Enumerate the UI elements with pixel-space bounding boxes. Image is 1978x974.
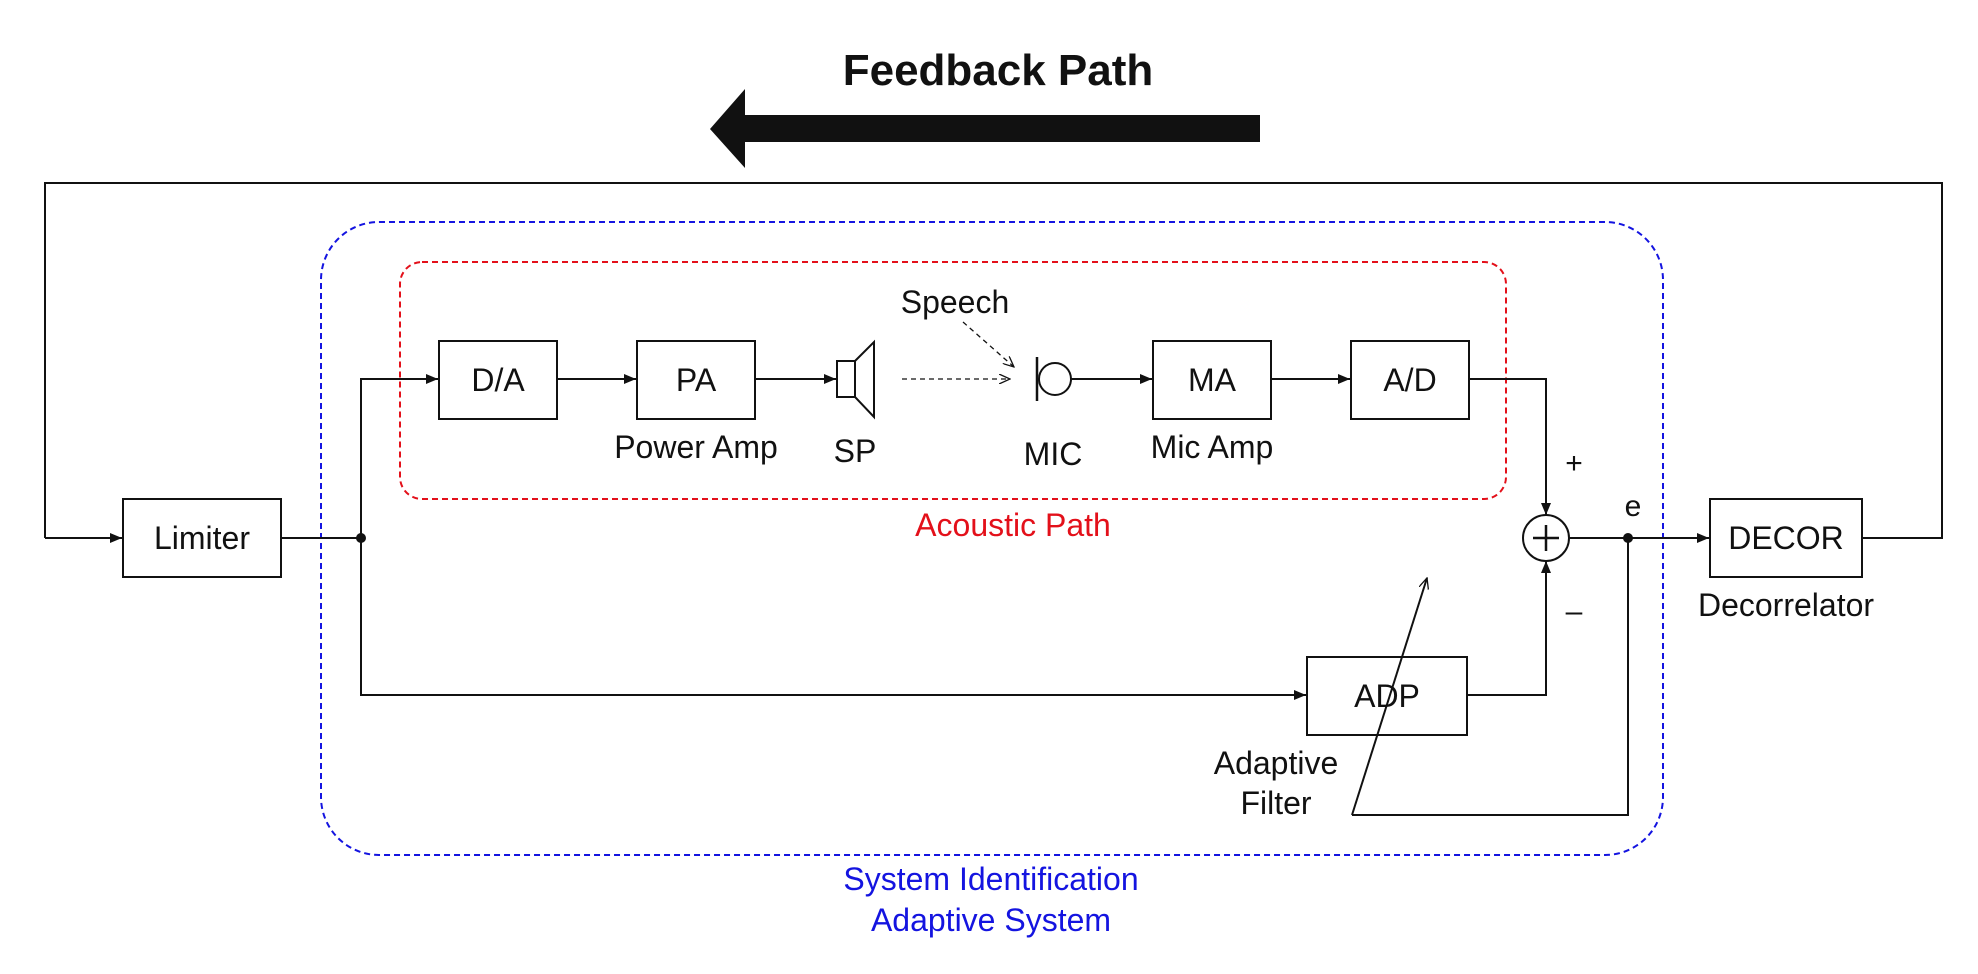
da-block[interactable]: D/A: [438, 340, 558, 420]
wire-adp-sum: [1467, 561, 1551, 696]
adp-label: ADP: [1354, 678, 1420, 714]
adaptive-filter-caption-line1: Adaptive: [1214, 745, 1339, 781]
sp-caption: SP: [834, 433, 877, 469]
power-amp-caption: Power Amp: [614, 429, 778, 465]
outer-feedback-loop: [44, 182, 1943, 539]
acoustic-path-region: [399, 261, 1507, 500]
wire-ad-sum: [1469, 378, 1551, 515]
summing-junction-icon: [1522, 514, 1570, 562]
pa-label: PA: [676, 362, 717, 398]
wire-to-da: [360, 374, 438, 538]
pa-block[interactable]: PA: [636, 340, 756, 420]
adaptation-arrow: [1351, 578, 1427, 816]
microphone-icon: [1035, 357, 1072, 401]
limiter-label: Limiter: [154, 520, 250, 556]
decorrelator-caption: Decorrelator: [1698, 587, 1874, 623]
ma-label: MA: [1188, 362, 1237, 398]
ad-block[interactable]: A/D: [1350, 340, 1470, 420]
ma-block[interactable]: MA: [1152, 340, 1272, 420]
mic-caption: MIC: [1024, 436, 1083, 472]
mic-amp-caption: Mic Amp: [1151, 429, 1274, 465]
diagram-title: Feedback Path: [843, 46, 1154, 95]
ad-label: A/D: [1383, 362, 1436, 398]
speech-caption: Speech: [901, 284, 1010, 320]
adaptive-filter-caption-line2: Filter: [1240, 785, 1311, 821]
plus-sign: +: [1565, 447, 1583, 480]
system-identification-label-line1: System Identification: [843, 861, 1138, 897]
speech-arrow: [962, 321, 1014, 367]
error-label: e: [1625, 490, 1642, 523]
minus-sign: –: [1566, 595, 1583, 628]
system-identification-label-line2: Adaptive System: [871, 902, 1111, 938]
speaker-icon: [836, 339, 875, 420]
error-feedback-wire: [1352, 538, 1629, 816]
acoustic-path-label: Acoustic Path: [915, 507, 1111, 543]
da-label: D/A: [471, 362, 525, 398]
feedback-arrow: [710, 89, 1260, 168]
limiter-block[interactable]: Limiter: [122, 498, 282, 578]
adp-block[interactable]: ADP: [1306, 656, 1468, 736]
decor-label: DECOR: [1728, 520, 1844, 556]
decor-block[interactable]: DECOR: [1709, 498, 1863, 578]
wire-to-adp: [360, 538, 1306, 700]
